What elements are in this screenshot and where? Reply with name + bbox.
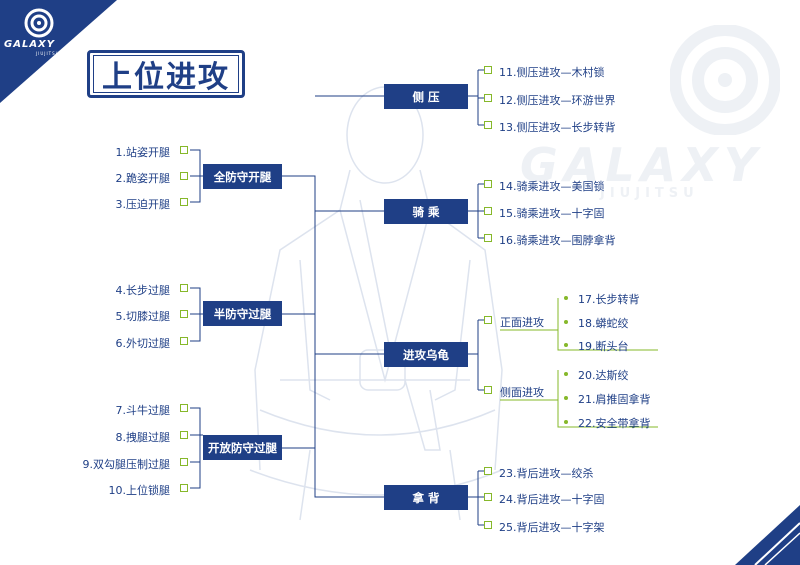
- technique-item: 7.斗牛过腿: [115, 404, 171, 417]
- bullet-dot-icon: [564, 372, 568, 376]
- checkbox-icon[interactable]: [484, 386, 492, 394]
- technique-item: 18.蟒蛇绞: [578, 317, 629, 330]
- technique-item: 16.骑乘进攻—围脖拿背: [499, 234, 616, 247]
- checkbox-icon[interactable]: [484, 180, 492, 188]
- checkbox-icon[interactable]: [180, 198, 188, 206]
- brand-logo: GALAXY JIUJITSU: [4, 6, 74, 56]
- technique-item: 3.压迫开腿: [115, 198, 171, 211]
- group-mount: 骑 乘: [384, 199, 468, 224]
- sub-group-label: 正面进攻: [500, 316, 544, 329]
- bullet-dot-icon: [564, 396, 568, 400]
- checkbox-icon[interactable]: [180, 337, 188, 345]
- corner-triangle-bottom-right: [735, 505, 800, 565]
- technique-item: 22.安全带拿背: [578, 417, 651, 430]
- group-half-guard-pass: 半防守过腿: [203, 301, 282, 326]
- technique-item: 20.达斯绞: [578, 369, 629, 382]
- technique-item: 21.肩推固拿背: [578, 393, 651, 406]
- logo-text: GALAXY: [4, 39, 56, 50]
- logo-subtext: JIUJITSU: [36, 51, 60, 56]
- technique-item: 17.长步转背: [578, 293, 640, 306]
- checkbox-icon[interactable]: [180, 404, 188, 412]
- corner-triangle-top-left: [0, 0, 117, 103]
- group-full-guard-open: 全防守开腿: [203, 164, 282, 189]
- checkbox-icon[interactable]: [180, 146, 188, 154]
- checkbox-icon[interactable]: [484, 316, 492, 324]
- watermark-spiral-icon: [670, 25, 780, 135]
- technique-item: 11.侧压进攻—木村锁: [499, 66, 605, 79]
- bullet-dot-icon: [564, 320, 568, 324]
- checkbox-icon[interactable]: [484, 207, 492, 215]
- checkbox-icon[interactable]: [484, 234, 492, 242]
- checkbox-icon[interactable]: [484, 94, 492, 102]
- page-title: 上位进攻: [93, 55, 239, 95]
- checkbox-icon[interactable]: [180, 458, 188, 466]
- group-back-take: 拿 背: [384, 485, 468, 510]
- checkbox-icon[interactable]: [180, 431, 188, 439]
- technique-item: 14.骑乘进攻—美国锁: [499, 180, 605, 193]
- bullet-dot-icon: [564, 343, 568, 347]
- group-turtle-attack: 进攻乌龟: [384, 342, 468, 367]
- technique-item: 1.站姿开腿: [115, 146, 171, 159]
- fighter-illustration: [249, 86, 503, 521]
- group-side-control: 侧 压: [384, 84, 468, 109]
- checkbox-icon[interactable]: [484, 521, 492, 529]
- technique-item: 25.背后进攻—十字架: [499, 521, 605, 534]
- technique-item: 12.侧压进攻—环游世界: [499, 94, 616, 107]
- technique-item: 8.拽腿过腿: [115, 431, 171, 444]
- technique-item: 24.背后进攻—十字固: [499, 493, 605, 506]
- title-box: 上位进攻: [87, 50, 245, 98]
- spiral-logo-icon: [24, 8, 54, 38]
- checkbox-icon[interactable]: [484, 121, 492, 129]
- technique-item: 13.侧压进攻—长步转背: [499, 121, 616, 134]
- checkbox-icon[interactable]: [180, 484, 188, 492]
- checkbox-icon[interactable]: [180, 172, 188, 180]
- checkbox-icon[interactable]: [484, 467, 492, 475]
- watermark-subtext: JIUJITSU: [600, 186, 699, 201]
- technique-item: 6.外切过腿: [115, 337, 171, 350]
- technique-item: 10.上位锁腿: [108, 484, 171, 497]
- checkbox-icon[interactable]: [180, 310, 188, 318]
- checkbox-icon[interactable]: [180, 284, 188, 292]
- technique-item: 19.断头台: [578, 340, 629, 353]
- technique-item: 2.跪姿开腿: [115, 172, 171, 185]
- bullet-dot-icon: [564, 296, 568, 300]
- bullet-dot-icon: [564, 420, 568, 424]
- watermark-text: GALAXY: [520, 138, 764, 192]
- technique-item: 5.切膝过腿: [115, 310, 171, 323]
- technique-item: 15.骑乘进攻—十字固: [499, 207, 605, 220]
- technique-item: 9.双勾腿压制过腿: [82, 458, 171, 471]
- technique-item: 4.长步过腿: [115, 284, 171, 297]
- technique-item: 23.背后进攻—绞杀: [499, 467, 594, 480]
- sub-group-label: 侧面进攻: [500, 386, 544, 399]
- group-open-guard-pass: 开放防守过腿: [203, 435, 282, 460]
- checkbox-icon[interactable]: [484, 66, 492, 74]
- checkbox-icon[interactable]: [484, 493, 492, 501]
